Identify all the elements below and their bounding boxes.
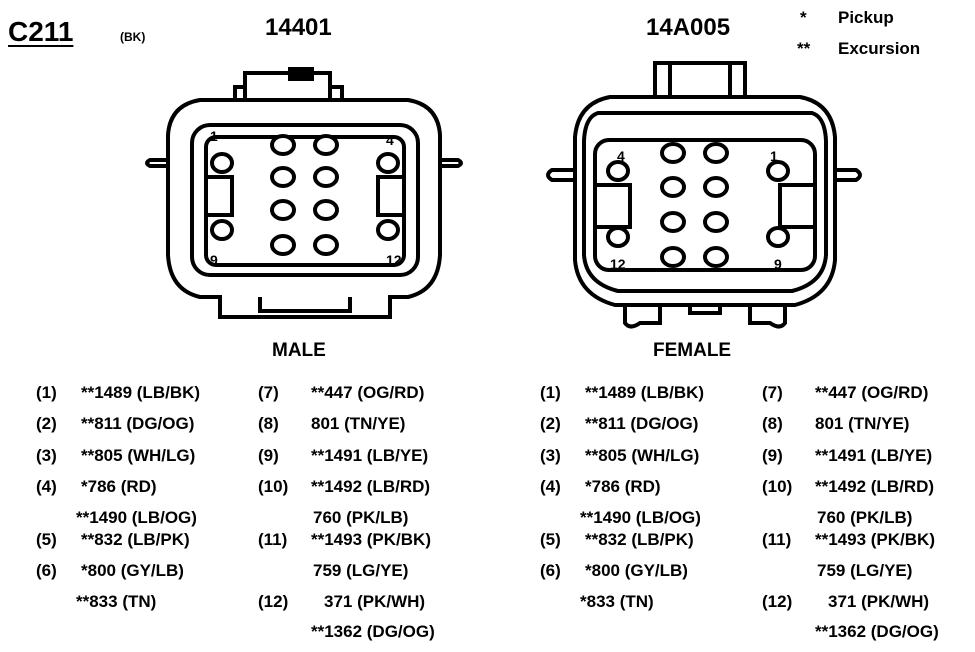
male-corner-label-1: 1 [210, 128, 218, 144]
pin-number: (8) [762, 414, 783, 433]
pin-number: (10) [762, 477, 793, 496]
pin-number: (7) [258, 383, 279, 402]
pin-circuit: **1492 (LB/RD) [311, 477, 431, 496]
pin-number: (6) [540, 561, 561, 580]
female-corner-label-9: 9 [774, 256, 782, 272]
pin-circuit: **832 (LB/PK) [585, 530, 694, 549]
legend-excursion-label: Excursion [838, 39, 921, 58]
female-corner-label-4: 4 [617, 148, 625, 164]
pin-circuit: **1493 (PK/BK) [311, 530, 431, 549]
pin-circuit: **833 (TN) [76, 592, 157, 611]
connector-id: C211 [8, 16, 74, 47]
pin-number: (5) [36, 530, 57, 549]
pin-circuit: **1492 (LB/RD) [815, 477, 935, 496]
pin-number: (4) [540, 477, 561, 496]
pin-circuit: **805 (WH/LG) [81, 446, 196, 465]
pin-number: (1) [36, 383, 57, 402]
pin-circuit: **1493 (PK/BK) [815, 530, 935, 549]
pin-circuit: 801 (TN/YE) [311, 414, 406, 433]
pin-circuit: 760 (PK/LB) [313, 508, 409, 527]
pin-number: (4) [36, 477, 57, 496]
pin-number: (6) [36, 561, 57, 580]
female-connector-diagram: 4 1 12 9 [546, 61, 862, 329]
pin-circuit: **811 (DG/OG) [81, 414, 195, 433]
pin-number: (3) [540, 446, 561, 465]
pin-number: (9) [762, 446, 783, 465]
male-corner-label-4: 4 [386, 132, 394, 148]
pin-number: (11) [258, 530, 288, 549]
pin-circuit: 801 (TN/YE) [815, 414, 910, 433]
pin-circuit: **1491 (LB/YE) [815, 446, 933, 465]
pin-circuit: **1489 (LB/BK) [81, 383, 201, 402]
pin-circuit: 759 (LG/YE) [817, 561, 913, 580]
pin-number: (2) [540, 414, 561, 433]
pin-number: (1) [540, 383, 561, 402]
female-label: FEMALE [653, 340, 732, 361]
female-part-number: 14A005 [646, 14, 731, 41]
connector-color: (BK) [120, 30, 146, 44]
female-corner-label-1: 1 [770, 148, 778, 164]
male-label: MALE [272, 340, 326, 361]
pin-circuit: 371 (PK/WH) [828, 592, 930, 611]
male-part-number: 14401 [265, 14, 332, 41]
pin-circuit: *786 (RD) [585, 477, 661, 496]
legend-pickup-symbol: * [800, 8, 807, 27]
pin-number: (12) [762, 592, 793, 611]
pin-circuit: 760 (PK/LB) [817, 508, 913, 527]
male-corner-label-12: 12 [386, 252, 402, 268]
pin-circuit: **1490 (LB/OG) [76, 508, 197, 527]
pin-circuit: **447 (OG/RD) [815, 383, 929, 402]
pin-number: (9) [258, 446, 279, 465]
pin-number: (11) [762, 530, 792, 549]
pin-circuit: **1362 (DG/OG) [815, 622, 939, 641]
pin-number: (12) [258, 592, 289, 611]
pin-circuit: **447 (OG/RD) [311, 383, 425, 402]
legend-excursion-symbol: ** [797, 39, 811, 58]
pin-circuit: **811 (DG/OG) [585, 414, 699, 433]
pin-circuit: **805 (WH/LG) [585, 446, 700, 465]
pin-circuit: **832 (LB/PK) [81, 530, 190, 549]
pin-circuit: *800 (GY/LB) [81, 561, 184, 580]
pin-number: (7) [762, 383, 783, 402]
pin-number: (10) [258, 477, 289, 496]
pin-circuit: *800 (GY/LB) [585, 561, 688, 580]
male-connector-diagram: 1 4 9 12 [145, 67, 463, 319]
pin-circuit: 371 (PK/WH) [324, 592, 426, 611]
legend-pickup-label: Pickup [838, 8, 894, 27]
pin-circuit: 759 (LG/YE) [313, 561, 409, 580]
pin-circuit: **1489 (LB/BK) [585, 383, 705, 402]
pin-number: (2) [36, 414, 57, 433]
pin-circuit: **1490 (LB/OG) [580, 508, 701, 527]
pin-circuit: **1491 (LB/YE) [311, 446, 429, 465]
pin-circuit: **1362 (DG/OG) [311, 622, 435, 641]
pin-number: (8) [258, 414, 279, 433]
pin-circuit: *833 (TN) [580, 592, 654, 611]
pin-number: (5) [540, 530, 561, 549]
female-corner-label-12: 12 [610, 256, 626, 272]
pin-circuit: *786 (RD) [81, 477, 157, 496]
male-corner-label-9: 9 [210, 252, 218, 268]
pin-number: (3) [36, 446, 57, 465]
